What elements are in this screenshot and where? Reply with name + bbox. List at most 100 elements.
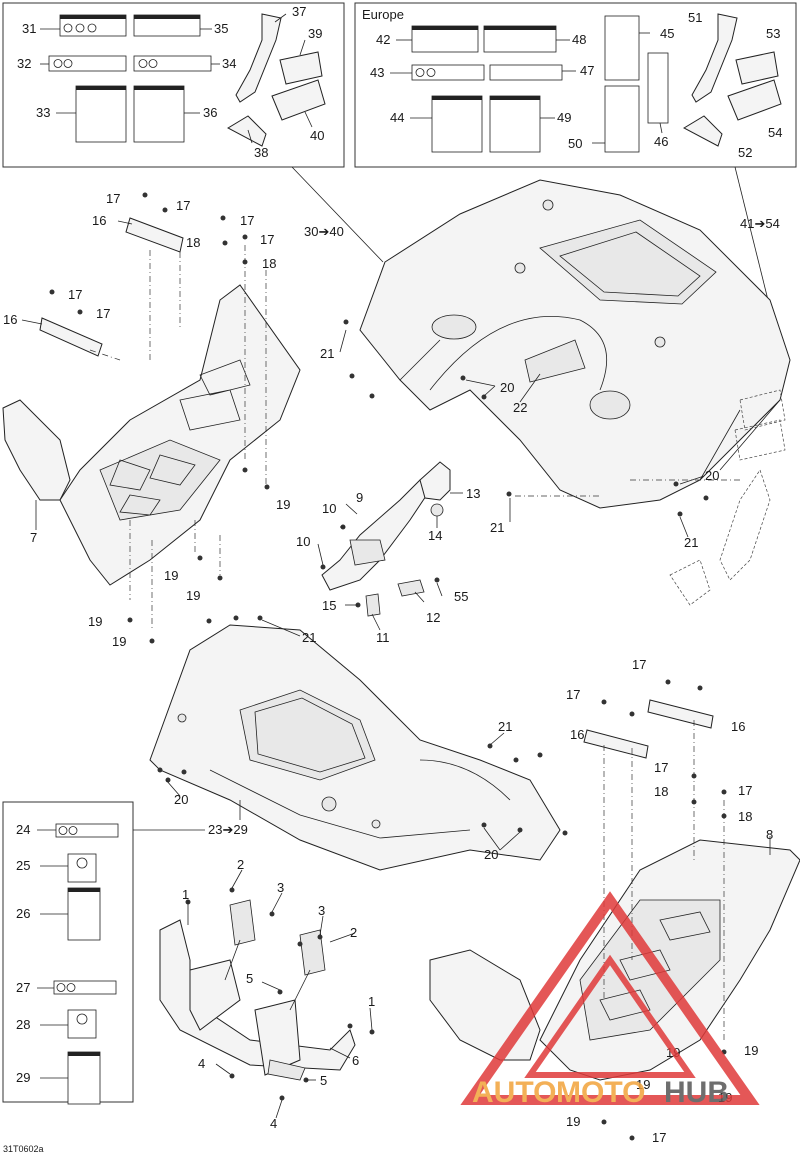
callout-51: 51: [688, 10, 702, 25]
callout-17: 17: [632, 657, 646, 672]
callout-31: 31: [22, 21, 36, 36]
callout-32: 32: [17, 56, 31, 71]
callout-19: 19: [186, 588, 200, 603]
callout-1: 1: [368, 994, 375, 1009]
callout-27: 27: [16, 980, 30, 995]
ghost-fender-rear: [669, 389, 786, 606]
watermark-logo: AUTO MOTO HUB: [460, 891, 760, 1109]
callout-9: 9: [356, 490, 363, 505]
callout-18: 18: [738, 809, 752, 824]
front-fender: [149, 624, 561, 871]
callout-55: 55: [454, 589, 468, 604]
rear-bumper: [159, 899, 356, 1081]
footpeg-plate-16d: [647, 699, 714, 729]
rear-fender: [359, 179, 791, 509]
callout-38: 38: [254, 145, 268, 160]
callout-48: 48: [572, 32, 586, 47]
callout-17: 17: [106, 191, 120, 206]
callout-14: 14: [428, 528, 442, 543]
callout-1: 1: [182, 887, 189, 902]
callout-17: 17: [260, 232, 274, 247]
callout-53: 53: [766, 26, 780, 41]
callout-19: 19: [276, 497, 290, 512]
watermark-auto: AUTO: [472, 1076, 556, 1109]
callout-2: 2: [350, 925, 357, 940]
callout-17: 17: [652, 1130, 666, 1145]
callout-13: 13: [466, 486, 480, 501]
callout-21: 21: [684, 535, 698, 550]
callout-17: 17: [96, 306, 110, 321]
callout-21: 21: [498, 719, 512, 734]
callout-25: 25: [16, 858, 30, 873]
callout-5: 5: [320, 1073, 327, 1088]
callout-40: 40: [310, 128, 324, 143]
callout-43: 43: [370, 65, 384, 80]
callout-12: 12: [426, 610, 440, 625]
footpeg-plate-16b: [39, 317, 103, 357]
callout-35: 35: [214, 21, 228, 36]
callout-8: 8: [766, 827, 773, 842]
callout-3: 3: [277, 880, 284, 895]
center-bracket: [321, 461, 451, 617]
callout-24: 24: [16, 822, 30, 837]
callout-16: 16: [570, 727, 584, 742]
callout-15: 15: [322, 598, 336, 613]
callout-52: 52: [738, 145, 752, 160]
callout-36: 36: [203, 105, 217, 120]
callout-21: 21: [320, 346, 334, 361]
footpeg-plate-16a: [125, 217, 184, 253]
callout-34: 34: [222, 56, 236, 71]
callout-17: 17: [68, 287, 82, 302]
callout-22: 22: [513, 400, 527, 415]
callout-49: 49: [557, 110, 571, 125]
callout-5: 5: [246, 971, 253, 986]
callout-16: 16: [3, 312, 17, 327]
callout-54: 54: [768, 125, 782, 140]
callout-10: 10: [322, 501, 336, 516]
callout-20: 20: [500, 380, 514, 395]
callout-17: 17: [654, 760, 668, 775]
callout-11: 11: [376, 630, 390, 645]
callout-26: 26: [16, 906, 30, 921]
callout-3: 3: [318, 903, 325, 918]
kit-box-3: 24 25 26 27 28 29: [2, 801, 205, 1105]
callout-17: 17: [240, 213, 254, 228]
leader-lines: [21, 220, 771, 1119]
callout-42: 42: [376, 32, 390, 47]
callout-29: 29: [16, 1070, 30, 1085]
callout-47: 47: [580, 63, 594, 78]
callout-45: 45: [660, 26, 674, 41]
callout-39: 39: [308, 26, 322, 41]
region-label: Europe: [362, 7, 404, 22]
watermark-hub: HUB: [664, 1076, 729, 1109]
callout-20: 20: [484, 847, 498, 862]
callout-19: 19: [112, 634, 126, 649]
right-footrest: [429, 839, 800, 1081]
callout-33: 33: [36, 105, 50, 120]
kit-box-2: Europe 42 43 44 45 46 47 48 49: [354, 2, 797, 168]
callouts-main: 17 17 17 17 17 17 16 16 18 18 21 20 22 2…: [3, 191, 773, 1145]
callout-10: 10: [296, 534, 310, 549]
callout-7: 7: [30, 530, 37, 545]
callout-19: 19: [566, 1114, 580, 1129]
callout-19: 19: [744, 1043, 758, 1058]
watermark-moto: MOTO: [556, 1076, 645, 1109]
callout-16: 16: [92, 213, 106, 228]
callout-21: 21: [302, 630, 316, 645]
callout-19: 19: [88, 614, 102, 629]
callout-50: 50: [568, 136, 582, 151]
kit1-range-label: 30➔40: [304, 224, 344, 239]
footpeg-plate-16c: [583, 729, 649, 759]
callout-19: 19: [164, 568, 178, 583]
callout-21: 21: [490, 520, 504, 535]
kit-box-1: 31 32 33 34 35 36 37 38 39 40: [2, 2, 345, 168]
callout-19: 19: [636, 1077, 650, 1092]
callout-17: 17: [738, 783, 752, 798]
callout-18: 18: [654, 784, 668, 799]
callout-18: 18: [262, 256, 276, 271]
callout-18: 18: [186, 235, 200, 250]
callout-17: 17: [566, 687, 580, 702]
fasteners: [49, 192, 727, 1141]
callout-28: 28: [16, 1017, 30, 1032]
